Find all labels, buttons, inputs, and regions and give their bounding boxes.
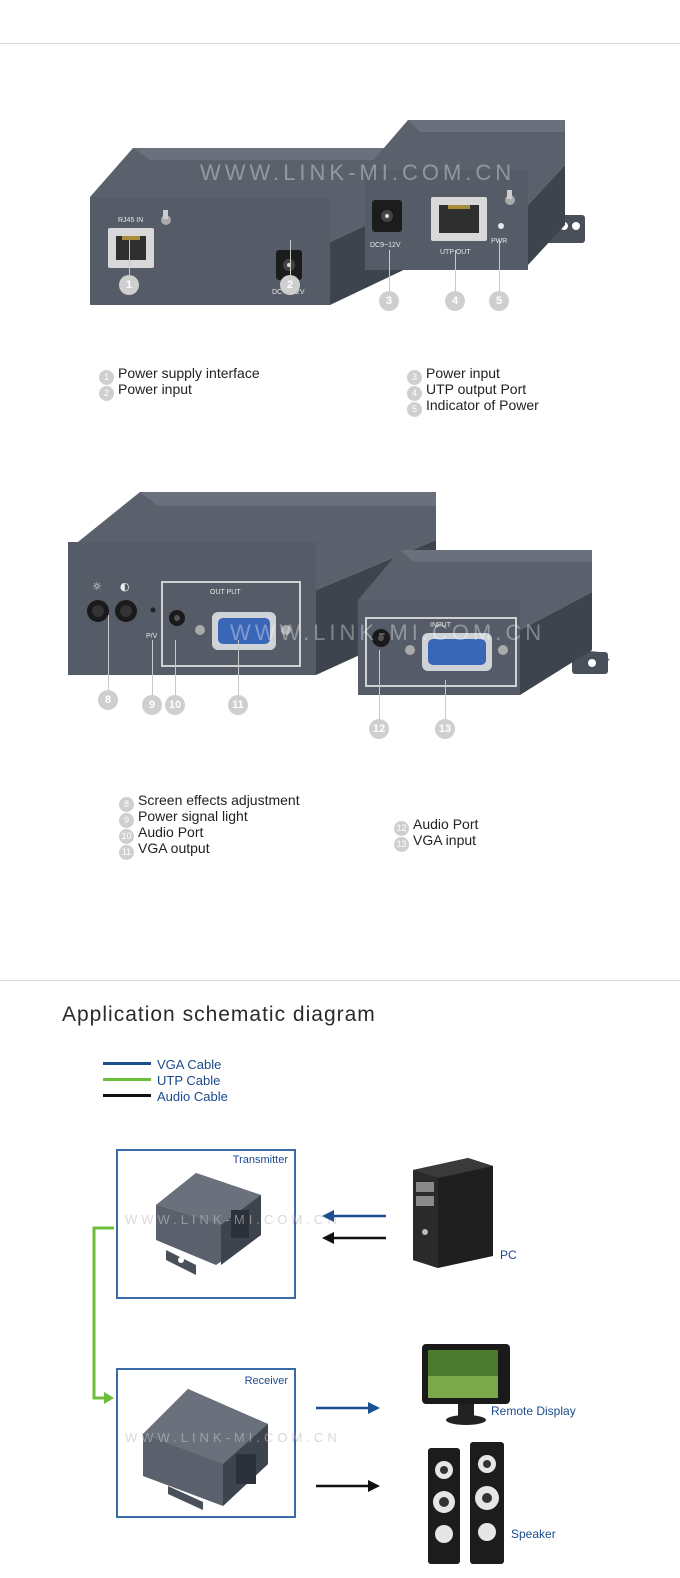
callout-badge: 13 (435, 719, 455, 739)
cable-legend-utp: UTP Cable (103, 1073, 220, 1089)
rj45-label: RJ45 IN (118, 217, 143, 224)
section-title: Application schematic diagram (62, 1003, 376, 1026)
leader-line (175, 640, 176, 695)
leader-line (389, 250, 390, 292)
callout-badge: 3 (379, 291, 399, 311)
pc-tower-icon (413, 1158, 493, 1268)
watermark: WWW.LINK-MI.COM.CN (125, 1212, 341, 1227)
callout-badge: 8 (98, 690, 118, 710)
receiver-unit-front: ☼ ◐ P/V OUT PUT (68, 492, 436, 675)
transmitter-unit-rear: DC9~12V UTP OUT PWR (365, 120, 585, 270)
watermark: WWW.LINK-MI.COM.CN (230, 620, 546, 645)
receiver-device-icon (143, 1389, 268, 1510)
leader-line (152, 640, 153, 695)
utp-link-line (92, 1226, 114, 1400)
dc-right-label: DC9~12V (370, 242, 401, 249)
speaker-label: Speaker (511, 1527, 556, 1541)
callout-badge: 10 (165, 695, 185, 715)
leader-line (445, 680, 446, 720)
svg-text:◐: ◐ (120, 580, 130, 593)
audio-cable-swatch (103, 1094, 151, 1097)
input-label: INPUT (430, 622, 452, 629)
utp-cable-swatch (103, 1078, 151, 1081)
svg-text:☼: ☼ (92, 580, 102, 593)
section-divider (0, 980, 680, 981)
receiver-label: Receiver (244, 1375, 288, 1387)
schematic-connections (92, 1210, 386, 1492)
panel2-device-photo: ☼ ◐ P/V OUT PUT INPUT (68, 492, 610, 695)
cable-legend-audio: Audio Cable (103, 1089, 228, 1105)
transmitter-label: Transmitter (232, 1154, 288, 1166)
panel1-device-photo: RJ45 IN DC 9~12V DC9~12V UTP OUT PWR (90, 120, 585, 305)
speaker-icon (428, 1442, 504, 1564)
transmitter-box: Transmitter (116, 1149, 296, 1299)
remote-display-icon (422, 1344, 510, 1425)
callout-badge: 4 (445, 291, 465, 311)
callout-badge: 5 (489, 291, 509, 311)
display-label: Remote Display (491, 1404, 576, 1418)
leader-line (499, 240, 500, 292)
output-label: OUT PUT (210, 589, 241, 596)
pc-label: PC (500, 1248, 517, 1262)
vga-cable-swatch (103, 1062, 151, 1065)
callout-badge: 2 (280, 275, 300, 295)
leader-line (129, 240, 130, 275)
watermark: WWW.LINK-MI.COM.CN (200, 160, 516, 185)
leader-line (108, 615, 109, 690)
callout-badge: 11 (228, 695, 248, 715)
transmitter-unit-front: INPUT (358, 550, 610, 695)
leader-line (455, 250, 456, 292)
transmitter-device-icon (156, 1173, 261, 1275)
leader-line (238, 640, 239, 695)
pv-label: P/V (146, 633, 158, 640)
callout-badge: 1 (119, 275, 139, 295)
cable-legend-vga: VGA Cable (103, 1057, 221, 1073)
watermark: WWW.LINK-MI.COM.CN (125, 1430, 341, 1445)
leader-line (379, 650, 380, 720)
top-divider (0, 43, 680, 44)
leader-line (290, 240, 291, 275)
receiver-box: Receiver (116, 1368, 296, 1518)
callout-badge: 9 (142, 695, 162, 715)
callout-badge: 12 (369, 719, 389, 739)
